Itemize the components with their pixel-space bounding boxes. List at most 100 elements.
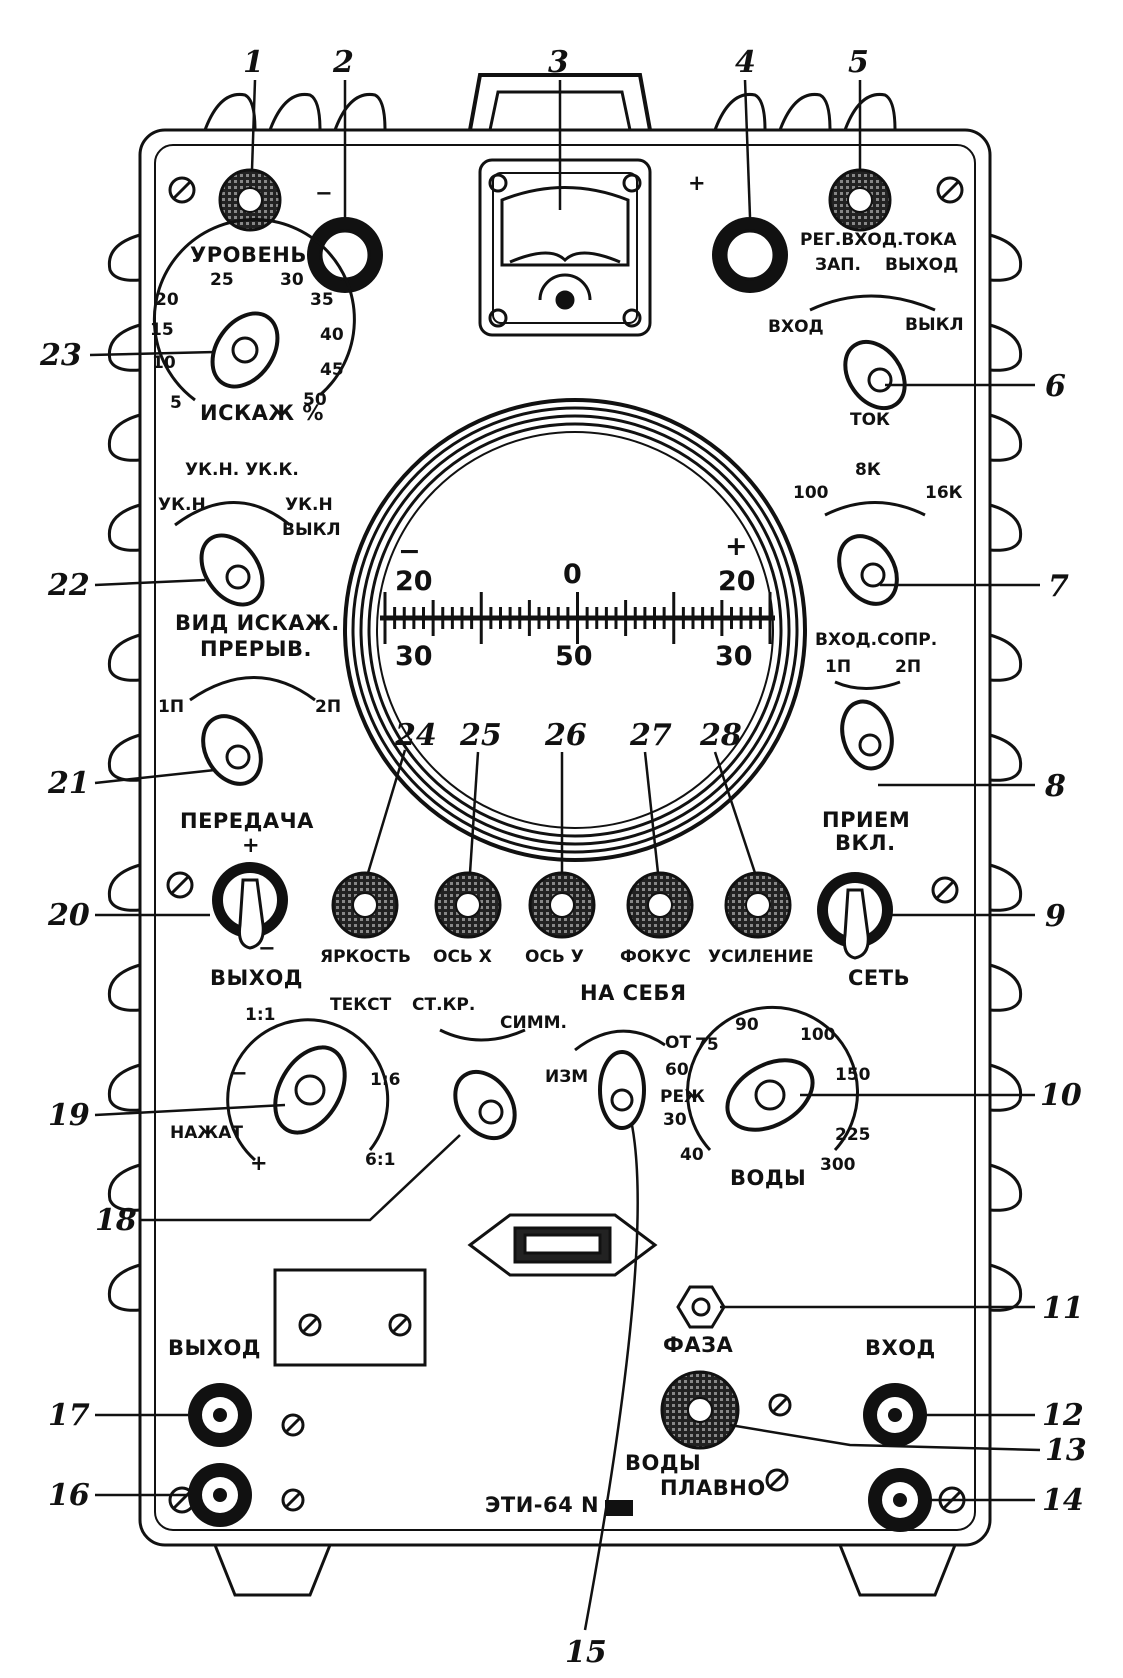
label-faza: ФАЗА: [663, 1333, 733, 1357]
label-vs-1p: 1П: [825, 657, 851, 677]
label-tok: ТОК: [850, 410, 890, 430]
model-label: ЭТИ-64 N: [485, 1493, 599, 1517]
label-uk-n-right: УК.Н: [285, 495, 333, 515]
scale-minus: −: [398, 536, 421, 567]
uroven-tick: 35: [310, 290, 334, 310]
label-simm: СИММ.: [500, 1013, 567, 1033]
toggle-18[interactable]: [443, 1061, 527, 1150]
selector-19[interactable]: [261, 1035, 359, 1145]
callout-3: 3: [548, 45, 569, 80]
terminal-11[interactable]: [676, 1285, 726, 1329]
knob-24[interactable]: [331, 871, 399, 939]
callout-21: 21: [47, 766, 90, 801]
callout-4: 4: [735, 45, 756, 80]
label-tekst: ТЕКСТ: [330, 995, 392, 1015]
label-vkhod-6: ВХОД: [768, 317, 824, 337]
jack-14[interactable]: [868, 1468, 932, 1532]
label-pr-1p: 1П: [158, 697, 184, 717]
vody-tick: 150: [835, 1065, 871, 1085]
arc-7: [824, 501, 926, 517]
label-preryv: ПРЕРЫВ.: [200, 637, 312, 661]
callout-20: 20: [47, 898, 90, 933]
label-tok-100: 100: [793, 483, 829, 503]
label-uk-n-uk-k: УК.Н. УК.К.: [185, 460, 299, 480]
uroven-tick: 30: [280, 270, 304, 290]
uroven-tick: 20: [155, 290, 179, 310]
knob-4[interactable]: [712, 217, 788, 293]
callout-11: 11: [1042, 1291, 1084, 1326]
callout-16: 16: [48, 1478, 90, 1513]
callout-15: 15: [565, 1635, 607, 1670]
label-iskazh: ИСКАЖ %: [200, 401, 324, 425]
panel-meter: [478, 158, 652, 337]
callout-1: 1: [243, 45, 264, 80]
label-vs-2p: 2П: [895, 657, 921, 677]
label-izm: ИЗМ: [545, 1067, 588, 1087]
label-fokus: ФОКУС: [620, 947, 691, 967]
callout-14: 14: [1042, 1483, 1084, 1518]
selector-23[interactable]: [152, 218, 356, 402]
uroven-tick: 40: [320, 325, 344, 345]
nameplate: [273, 1268, 427, 1367]
label-tok-8k: 8К: [855, 460, 881, 480]
toggle-15[interactable]: [598, 1050, 646, 1130]
callout-25: 25: [459, 718, 502, 753]
callout-27: 27: [629, 718, 672, 753]
arc-21: [189, 676, 316, 702]
connector-socket: [467, 1213, 658, 1277]
callout-5: 5: [848, 45, 869, 80]
label-rezh: РЕЖ: [660, 1087, 705, 1107]
label-os-y: ОСЬ У: [525, 947, 584, 967]
label-vykhod-20: ВЫХОД: [210, 966, 303, 990]
toggle-22[interactable]: [189, 524, 275, 616]
label-plus-20: +: [242, 833, 260, 857]
uroven-tick: 25: [210, 270, 234, 290]
label-ot: ОТ: [665, 1033, 691, 1053]
label-minus-20: −: [258, 936, 276, 960]
knob-27[interactable]: [626, 871, 694, 939]
jack-12[interactable]: [863, 1383, 927, 1447]
label-st-kr: СТ.КР.: [412, 995, 475, 1015]
knob-13[interactable]: [660, 1370, 740, 1450]
vody-tick: 90: [735, 1015, 759, 1035]
knob-2[interactable]: [307, 217, 383, 293]
crt-scale-ticks: [383, 592, 772, 644]
label-set: СЕТЬ: [848, 966, 910, 990]
label-na-sebya: НА СЕБЯ: [580, 981, 687, 1005]
uroven-tick: 10: [152, 353, 176, 373]
serial-plate: [605, 1500, 633, 1516]
sign-minus: −: [315, 181, 333, 205]
knob-25[interactable]: [434, 871, 502, 939]
callout-19: 19: [48, 1098, 90, 1133]
arc-18: [439, 1028, 526, 1042]
toggle-20[interactable]: [212, 862, 288, 950]
knob-26[interactable]: [528, 871, 596, 939]
label-vykhod-5: ВЫХОД: [885, 255, 958, 275]
label-r-1-1: 1:1: [245, 1005, 275, 1025]
label-vody-plavno-2: ПЛАВНО: [660, 1476, 766, 1500]
toggle-6[interactable]: [833, 331, 917, 420]
selector-10[interactable]: [715, 1046, 825, 1144]
label-os-x: ОСЬ Х: [433, 947, 492, 967]
toggle-9[interactable]: [817, 872, 893, 960]
uroven-tick: 45: [320, 360, 344, 380]
screws: [166, 176, 966, 1514]
label-peredacha: ПЕРЕДАЧА: [180, 809, 314, 833]
scale-bottom-right: 30: [715, 641, 753, 672]
label-vody: ВОДЫ: [730, 1166, 806, 1190]
jack-16[interactable]: [188, 1463, 252, 1527]
toggle-21[interactable]: [191, 706, 272, 794]
knob-28[interactable]: [724, 871, 792, 939]
knob-5[interactable]: [828, 168, 892, 232]
callout-13: 13: [1045, 1433, 1087, 1468]
toggle-8[interactable]: [835, 696, 899, 774]
label-plus-19: +: [250, 1151, 268, 1175]
toggle-7[interactable]: [827, 526, 908, 614]
vody-tick: 30: [663, 1110, 687, 1130]
uroven-tick: 50: [303, 390, 327, 410]
label-nazhat: НАЖАТ: [170, 1123, 243, 1143]
label-uroven: УРОВЕНЬ: [190, 243, 307, 267]
callout-22: 22: [47, 568, 90, 603]
knob-1[interactable]: [218, 168, 282, 232]
jack-17[interactable]: [188, 1383, 252, 1447]
